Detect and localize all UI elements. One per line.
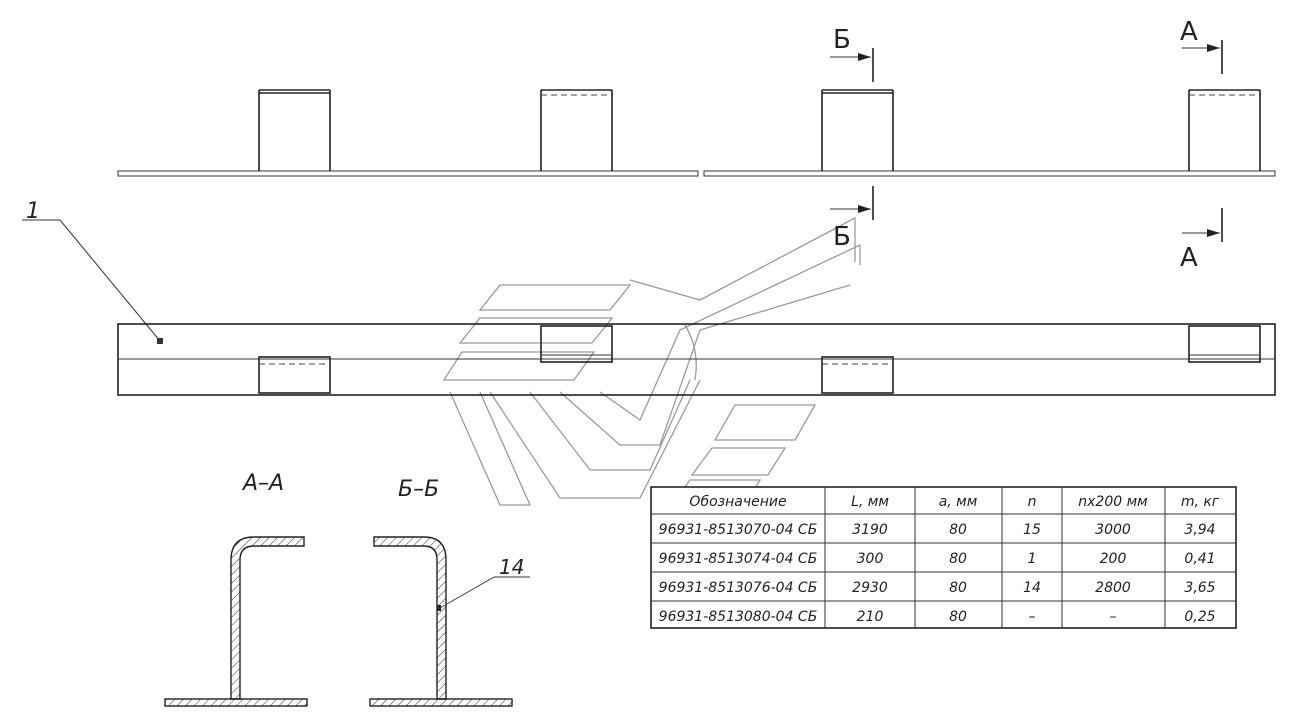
table-cell: 0,41 [1184, 551, 1215, 567]
table-cell: 2930 [852, 580, 888, 596]
table-header-cell: m, кг [1181, 494, 1220, 510]
table-cell: 3190 [852, 522, 888, 538]
table-cell: 200 [1100, 551, 1127, 567]
cut-marker-a: А А [1180, 17, 1223, 273]
watermark-logo [442, 216, 861, 506]
table-cell: 96931-8513080-04 СБ [659, 609, 818, 625]
top-view [117, 89, 1276, 177]
weld-callout-number: 14 [499, 555, 524, 579]
weld-callout: 14 [439, 555, 530, 609]
top-bracket-4 [1188, 89, 1261, 171]
section-aa-title: А–А [241, 471, 284, 496]
table-cell: 1 [1028, 551, 1037, 567]
table-cell: 210 [857, 609, 884, 625]
table-cell: 3,65 [1184, 580, 1215, 596]
table-cell: 96931-8513074-04 СБ [659, 551, 818, 567]
section-bb [369, 536, 513, 707]
top-bracket-3 [821, 89, 894, 171]
table-header-cell: nx200 мм [1078, 494, 1148, 510]
top-bracket-2 [540, 89, 613, 171]
part-callout: 1 [22, 199, 163, 344]
table-cell: 0,25 [1184, 609, 1215, 625]
cut-marker-b: Б Б [830, 25, 874, 252]
table-cell: 96931-8513076-04 СБ [659, 580, 818, 596]
table-cell: 80 [949, 551, 967, 567]
cut-a-top-label: А [1180, 17, 1198, 47]
specification-table: Обозначение L, мм а, мм n nx200 мм m, кг 96931… [650, 486, 1237, 629]
front-view [117, 323, 1276, 396]
table-header-cell: а, мм [939, 494, 978, 510]
part-callout-number: 1 [26, 199, 40, 224]
front-bracket-2 [540, 325, 613, 363]
cut-b-top-label: Б [833, 25, 851, 55]
section-bb-title: Б–Б [398, 477, 439, 502]
table-cell: – [1110, 609, 1117, 625]
front-bracket-3 [821, 356, 894, 394]
front-bracket-4 [1188, 325, 1261, 363]
table-header-cell: L, мм [851, 494, 889, 510]
top-bracket-1 [258, 89, 331, 171]
table-cell: 15 [1023, 522, 1041, 538]
table-header-cell: n [1028, 494, 1037, 510]
front-bracket-1 [258, 356, 331, 394]
cut-a-bottom-label: А [1180, 243, 1198, 273]
table-cell: 80 [949, 609, 967, 625]
table-cell: 80 [949, 580, 967, 596]
table-cell: 80 [949, 522, 967, 538]
cut-b-bottom-label: Б [833, 222, 851, 252]
table-header-cell: Обозначение [689, 494, 786, 510]
table-cell: 2800 [1095, 580, 1131, 596]
table-cell: 14 [1023, 580, 1041, 596]
section-aa [164, 536, 308, 707]
table-cell: 300 [857, 551, 884, 567]
table-cell: 3,94 [1184, 522, 1215, 538]
table-cell: 96931-8513070-04 СБ [659, 522, 818, 538]
table-cell: 3000 [1095, 522, 1131, 538]
table-cell: – [1029, 609, 1036, 625]
